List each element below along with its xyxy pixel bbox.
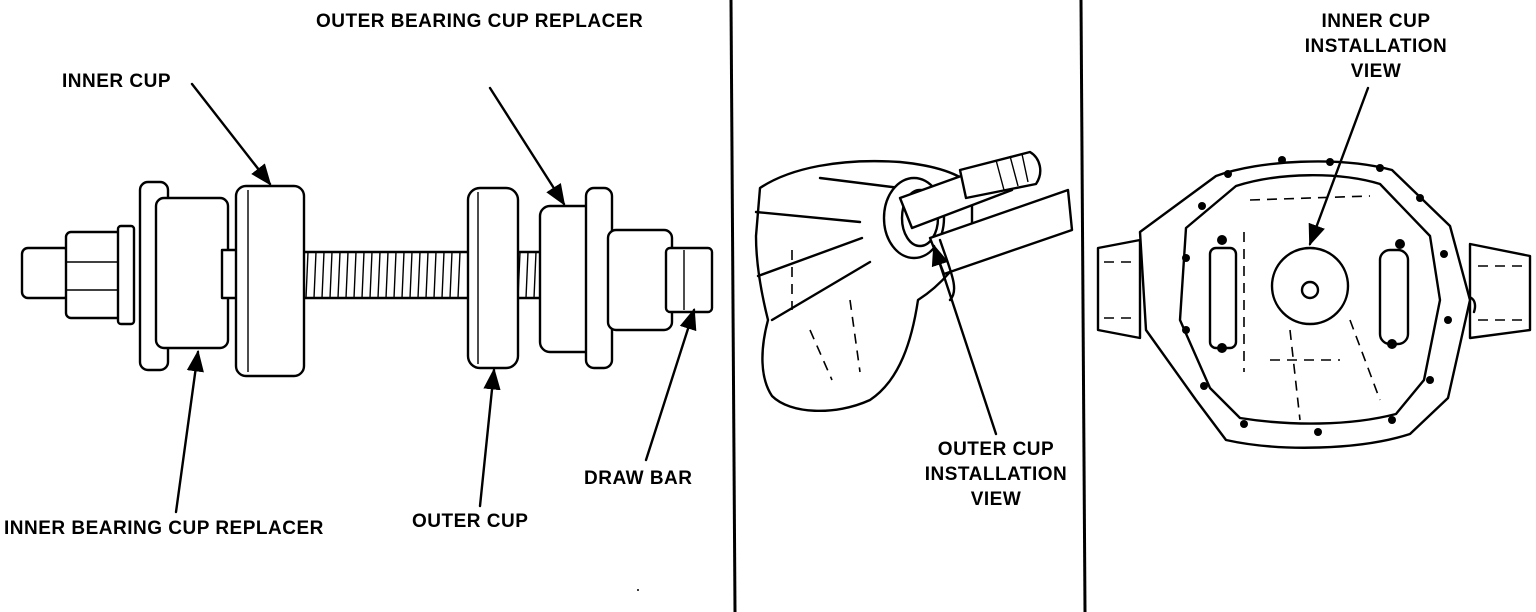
tool-assembly [20, 180, 714, 378]
leader-outer-cup-installation [931, 243, 998, 436]
outer-cup-part [466, 186, 520, 370]
inner-cup-part [234, 184, 306, 378]
label-outer-bearing-cup-replacer: OUTER BEARING CUP REPLACER [316, 11, 644, 32]
draw-bar-end [606, 228, 714, 332]
label-outer-cup-installation-line-1: OUTER CUP [937, 439, 1055, 460]
panel-divider-right [1079, 0, 1087, 612]
outer-cup-installation-illustration [754, 150, 1074, 413]
leader-inner-cup-installation [1308, 86, 1370, 247]
label-outer-cup-installation-line-2: INSTALLATION [924, 464, 1068, 485]
label-draw-bar: DRAW BAR [584, 468, 693, 489]
label-inner-cup-installation-line-2: INSTALLATION [1304, 36, 1448, 57]
leader-outer-cup [478, 367, 501, 508]
label-inner-bearing-cup-replacer: INNER BEARING CUP REPLACER [4, 518, 324, 539]
leader-inner-cup [190, 82, 272, 186]
leader-inner-bearing-cup-replacer [174, 349, 204, 514]
label-inner-cup-installation-line-1: INNER CUP [1321, 11, 1431, 32]
label-inner-cup-installation-view: INNER CUP INSTALLATION VIEW [1286, 9, 1466, 84]
axle-housing-illustration [1096, 156, 1532, 449]
outer-bearing-cup-replacer [538, 186, 614, 370]
label-outer-cup-installation-line-3: VIEW [970, 489, 1022, 510]
leader-draw-bar [644, 307, 697, 462]
leader-outer-bearing-cup-replacer [488, 86, 566, 206]
panel-divider-left [729, 0, 737, 612]
inner-bearing-cup-replacer [138, 180, 242, 372]
label-outer-cup-installation-view: OUTER CUP INSTALLATION VIEW [906, 437, 1086, 512]
label-inner-cup-installation-line-3: VIEW [1350, 61, 1402, 82]
label-outer-cup: OUTER CUP [412, 511, 529, 532]
left-nut [20, 224, 136, 326]
label-inner-cup: INNER CUP [62, 71, 172, 92]
